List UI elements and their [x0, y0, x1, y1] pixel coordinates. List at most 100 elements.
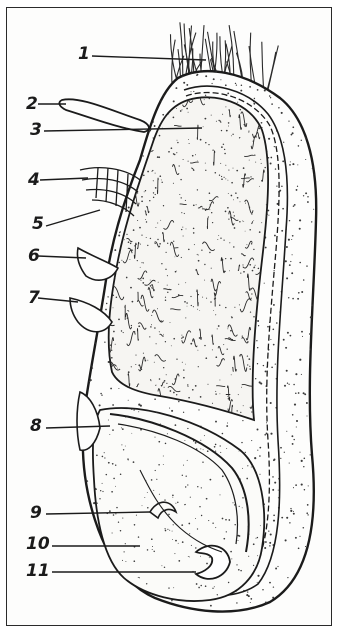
stipple-dot — [237, 102, 238, 103]
stipple-dot — [264, 547, 266, 549]
stipple-dot — [175, 87, 177, 89]
stipple-dot — [112, 463, 114, 465]
stipple-dot — [143, 155, 144, 156]
stipple-dot — [250, 176, 251, 177]
stipple-dot — [85, 79, 86, 80]
stipple-dot — [227, 349, 228, 350]
stipple-dot — [173, 338, 175, 340]
stipple-dot — [188, 523, 190, 525]
stipple-dot — [153, 197, 154, 198]
stipple-dot — [253, 249, 254, 250]
stipple-dot — [253, 316, 255, 318]
stipple-dot — [296, 426, 297, 427]
stipple-dot — [292, 163, 294, 165]
stipple-dot — [240, 90, 242, 92]
stipple-dot — [100, 174, 102, 176]
stipple-dot — [134, 524, 136, 526]
stipple-dot — [235, 192, 237, 194]
stipple-dot — [302, 104, 303, 105]
stipple-dot — [238, 540, 239, 541]
stipple-dot — [149, 80, 150, 81]
stipple-dot — [109, 510, 111, 512]
stipple-dot — [110, 344, 111, 345]
stipple-dot — [318, 245, 320, 247]
stipple-dot — [116, 296, 118, 298]
stipple-dot — [288, 120, 289, 121]
stipple-dot — [273, 586, 274, 587]
stipple-dot — [285, 347, 287, 349]
stipple-dot — [223, 538, 225, 540]
stipple-dot — [233, 168, 234, 169]
stipple-dot — [298, 392, 300, 394]
stipple-dot — [195, 518, 196, 519]
stipple-dot — [200, 556, 201, 557]
stipple-dot — [201, 487, 202, 488]
stipple-dot — [283, 142, 284, 143]
starch-squiggle — [99, 156, 109, 158]
stipple-dot — [154, 125, 156, 127]
stipple-dot — [296, 189, 298, 191]
stipple-dot — [279, 600, 281, 602]
stipple-dot — [124, 239, 125, 240]
stipple-dot — [135, 150, 137, 152]
stipple-dot — [109, 206, 110, 207]
stipple-dot — [163, 464, 164, 465]
stipple-dot — [228, 519, 230, 521]
stipple-dot — [200, 440, 201, 441]
stipple-dot — [259, 447, 261, 449]
stipple-dot — [189, 143, 190, 144]
stipple-dot — [301, 592, 302, 593]
stipple-dot — [132, 608, 133, 609]
stipple-dot — [215, 450, 216, 451]
stipple-dot — [84, 122, 86, 124]
stipple-dot — [289, 522, 290, 523]
stipple-dot — [148, 613, 150, 615]
stipple-dot — [253, 103, 255, 105]
stipple-dot — [286, 370, 288, 372]
stipple-dot — [238, 535, 240, 537]
stipple-dot — [162, 114, 164, 116]
stipple-dot — [176, 394, 177, 395]
stipple-dot — [94, 84, 95, 85]
stipple-dot — [314, 423, 316, 425]
stipple-dot — [276, 185, 277, 186]
stipple-dot — [249, 86, 251, 88]
stipple-dot — [122, 184, 124, 186]
stipple-dot — [161, 614, 163, 616]
stipple-dot — [117, 602, 119, 604]
stipple-dot — [88, 597, 90, 599]
stipple-dot — [121, 444, 122, 445]
stipple-dot — [257, 555, 258, 556]
stipple-dot — [116, 166, 117, 167]
stipple-dot — [239, 451, 240, 452]
stipple-dot — [140, 280, 141, 281]
stipple-dot — [284, 452, 285, 453]
stipple-dot — [185, 364, 186, 365]
stipple-dot — [301, 484, 303, 486]
stipple-dot — [268, 138, 270, 140]
stipple-dot — [197, 486, 198, 487]
stipple-dot — [113, 82, 114, 83]
stipple-dot — [299, 228, 301, 230]
stipple-dot — [237, 197, 239, 199]
stipple-dot — [216, 121, 217, 122]
stipple-dot — [311, 221, 312, 222]
stipple-dot — [210, 479, 212, 481]
stipple-dot — [313, 392, 314, 393]
stipple-dot — [104, 100, 106, 102]
stipple-dot — [116, 133, 117, 134]
stipple-dot — [183, 82, 185, 84]
stipple-dot — [227, 422, 228, 423]
stipple-dot — [298, 292, 300, 294]
stipple-dot — [231, 195, 233, 197]
stipple-dot — [147, 492, 148, 493]
stipple-dot — [185, 317, 186, 318]
stipple-dot — [141, 262, 142, 263]
stipple-dot — [87, 480, 89, 482]
stipple-dot — [124, 551, 125, 552]
starch-squiggle — [101, 211, 110, 219]
stipple-dot — [135, 197, 136, 198]
stipple-dot — [193, 232, 195, 234]
stipple-dot — [215, 393, 216, 394]
stipple-dot — [264, 434, 266, 436]
